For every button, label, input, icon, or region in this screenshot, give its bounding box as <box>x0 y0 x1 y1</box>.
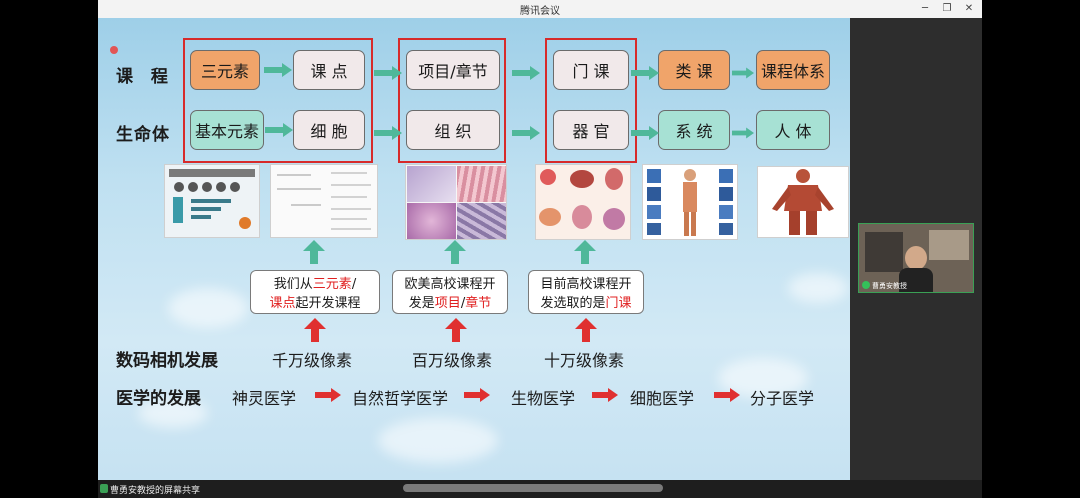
arrow-right-icon <box>512 126 540 140</box>
arrow-up-icon <box>444 240 466 264</box>
body-box-organ: 器 官 <box>553 110 629 150</box>
frame-course-level <box>545 38 637 163</box>
arrow-up-icon <box>445 318 467 342</box>
cloud-decoration <box>378 418 498 463</box>
shared-slide: 课 程 生命体 三元素 课 点 项目/章节 门 课 类 课 课程体系 基本元素 … <box>98 18 850 480</box>
medicine-stage: 细胞医学 <box>630 389 695 408</box>
presenter-name: 曹勇安教授 <box>872 282 907 290</box>
presenter-video-tile[interactable]: 曹勇安教授 <box>858 223 974 293</box>
medicine-label: 医学的发展 <box>116 389 201 409</box>
image-tissue-micrographs <box>405 164 507 240</box>
note-line-1: 欧美高校课程开 <box>404 277 496 292</box>
course-box-point: 课 点 <box>293 50 365 90</box>
arrow-right-icon <box>512 66 540 80</box>
arrow-right-icon <box>631 126 659 140</box>
avatar <box>905 246 927 270</box>
note-our-approach: 我们从三元素/ 课点起开发课程 <box>250 270 380 314</box>
medicine-stage: 神灵医学 <box>232 389 297 408</box>
note-current-approach: 目前高校课程开 发选取的是门课 <box>528 270 644 314</box>
body-box-human: 人 体 <box>756 110 830 150</box>
title-bar: 腾讯会议 ─ ❐ ✕ <box>98 0 982 19</box>
arrow-right-icon <box>374 66 402 80</box>
body-box-tissue: 组 织 <box>406 110 500 150</box>
image-human-anatomy <box>757 166 849 238</box>
arrow-right-icon <box>631 66 659 80</box>
video-panel: 曹勇安教授 <box>850 18 982 480</box>
body-box-system: 系 统 <box>658 110 730 150</box>
body-box-elements: 基本元素 <box>190 110 264 150</box>
row-label-course: 课 程 <box>116 67 174 87</box>
arrow-right-icon <box>265 123 293 137</box>
record-icon <box>110 46 118 54</box>
mic-icon <box>862 281 870 289</box>
arrow-right-icon <box>732 127 754 139</box>
arrow-right-icon <box>714 388 740 402</box>
cloud-decoration <box>168 288 248 328</box>
note-line-2: 发是项目/章节 <box>408 296 492 311</box>
note-line-2: 发选取的是门课 <box>540 296 632 311</box>
close-icon[interactable]: ✕ <box>964 3 974 14</box>
camera-value: 千万级像素 <box>272 351 353 370</box>
note-line-1: 目前高校课程开 <box>540 277 632 292</box>
medicine-stage: 分子医学 <box>750 389 815 408</box>
meeting-window: 腾讯会议 ─ ❐ ✕ 课 程 生命体 三元素 课 点 项目/章节 门 课 类 课… <box>98 0 982 498</box>
camera-label: 数码相机发展 <box>116 351 218 371</box>
image-body-systems <box>642 164 738 240</box>
medicine-stage: 生物医学 <box>511 389 576 408</box>
image-organs <box>535 164 631 240</box>
screen-share-label: 曹勇安教授的屏幕共享 <box>110 486 201 496</box>
note-western-approach: 欧美高校课程开 发是项目/章节 <box>392 270 508 314</box>
course-box-curriculum: 课程体系 <box>756 50 830 90</box>
arrow-up-icon <box>574 240 596 264</box>
note-line-2: 课点起开发课程 <box>269 296 361 311</box>
horizontal-scrollbar[interactable] <box>403 484 663 492</box>
medicine-stage: 自然哲学医学 <box>352 389 449 408</box>
body-box-cell: 细 胞 <box>293 110 365 150</box>
row-label-body: 生命体 <box>116 125 170 145</box>
arrow-right-icon <box>592 388 618 402</box>
arrow-right-icon <box>264 63 292 77</box>
arrow-right-icon <box>464 388 490 402</box>
cloud-decoration <box>788 273 848 303</box>
arrow-up-icon <box>304 318 326 342</box>
course-box-elements: 三元素 <box>190 50 260 90</box>
arrow-up-icon <box>575 318 597 342</box>
arrow-up-icon <box>303 240 325 264</box>
minimize-icon[interactable]: ─ <box>921 3 929 14</box>
bottom-bar: 曹勇安教授的屏幕共享 <box>98 480 982 498</box>
arrow-right-icon <box>315 388 341 402</box>
screen-share-icon <box>100 484 108 493</box>
arrow-right-icon <box>732 67 754 79</box>
frame-unit-level <box>183 38 373 163</box>
course-box-course-category: 类 课 <box>658 50 730 90</box>
course-box-chapter: 项目/章节 <box>406 50 500 90</box>
window-title: 腾讯会议 <box>520 6 560 17</box>
arrow-right-icon <box>374 126 402 140</box>
frame-chapter-level <box>398 38 506 163</box>
camera-value: 十万级像素 <box>544 351 625 370</box>
image-elements-table <box>270 164 378 238</box>
image-elements-diagram <box>164 164 260 238</box>
note-line-1: 我们从三元素/ <box>273 277 357 292</box>
camera-value: 百万级像素 <box>412 351 493 370</box>
restore-icon[interactable]: ❐ <box>942 3 952 14</box>
cloud-decoration <box>138 398 208 428</box>
course-box-single-course: 门 课 <box>553 50 629 90</box>
